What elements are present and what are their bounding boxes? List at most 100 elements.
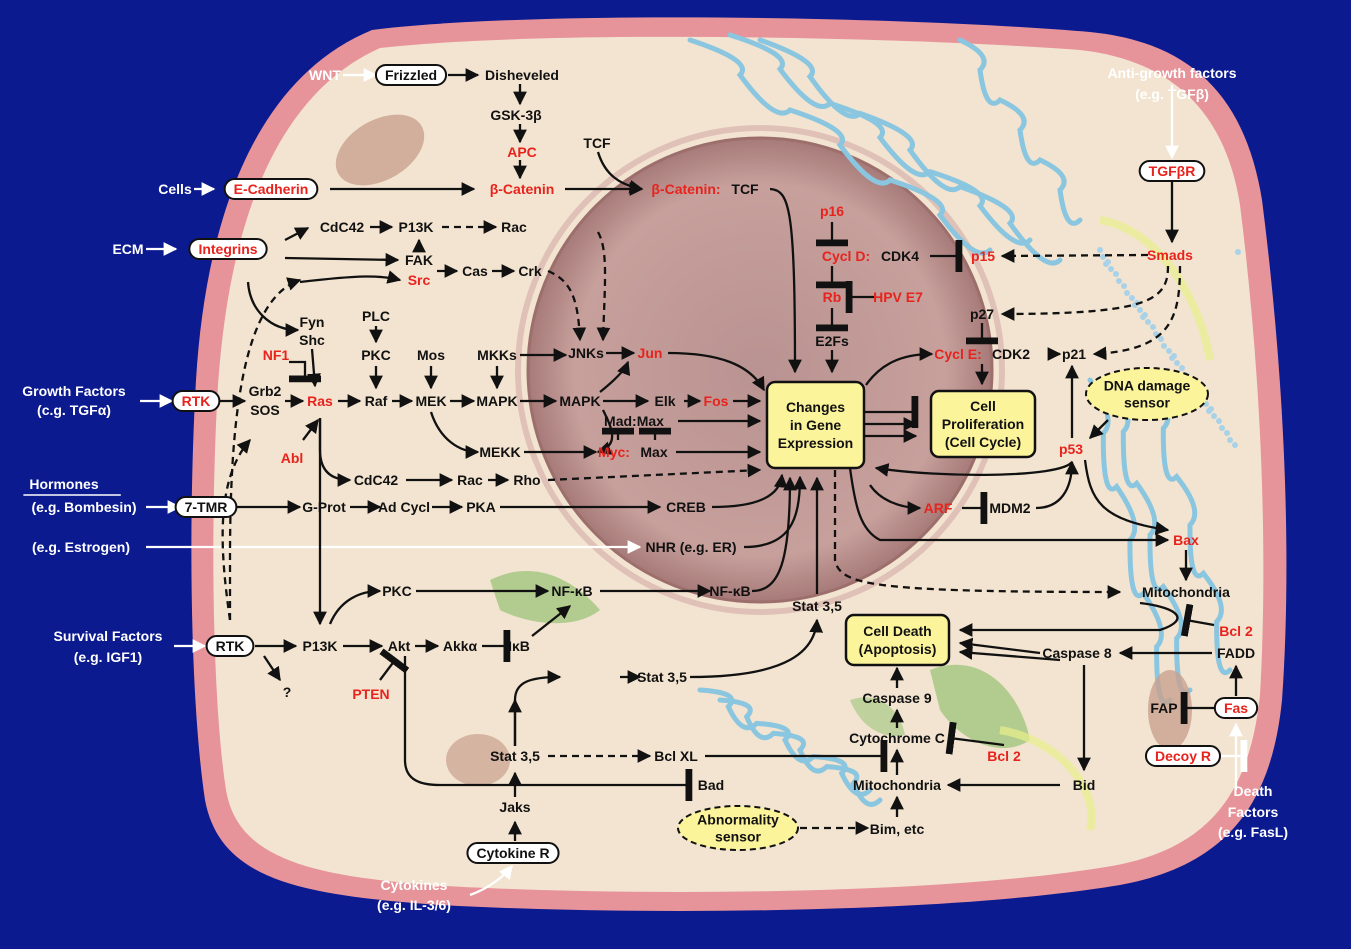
node-bad: Bad	[698, 777, 724, 793]
vesicle-dot	[1150, 324, 1156, 330]
node-label: (e.g. IL-3/6)	[377, 897, 451, 913]
node-label: Bid	[1073, 777, 1096, 793]
node-label: (e.g. Bombesin)	[31, 499, 136, 515]
box-line: Cell Death	[863, 623, 931, 639]
node-label: PKC	[382, 583, 412, 599]
nucleus	[528, 138, 992, 602]
node-fap: FAP	[1150, 700, 1177, 716]
vesicle-dot	[1169, 355, 1175, 361]
node-cycle_r: Cycl E:	[934, 346, 981, 362]
vesicle-dot	[1140, 314, 1146, 320]
box-line: Changes	[786, 399, 845, 415]
node-antigf2: (e.g. TGFβ)	[1135, 86, 1209, 102]
node-integrins: Integrins	[189, 239, 266, 259]
node-label: Bcl XL	[654, 748, 698, 764]
node-label: Cytokines	[381, 877, 448, 893]
node-q: ?	[283, 684, 292, 700]
node-pten: PTEN	[352, 686, 389, 702]
oval-line: DNA damage	[1104, 378, 1191, 394]
node-sos: SOS	[250, 402, 280, 418]
node-label: Fas	[1224, 700, 1248, 716]
node-label: Fos	[704, 393, 729, 409]
box-line: in Gene	[790, 417, 842, 433]
vesicle-dot	[1116, 278, 1122, 284]
node-label: NF-κB	[551, 583, 592, 599]
node-label: NF1	[263, 347, 290, 363]
node-label: (e.g. TGFβ)	[1135, 86, 1209, 102]
node-gf2: (c.g. TGFα)	[37, 402, 111, 418]
node-rb: Rb	[823, 289, 842, 305]
vesicle-dot	[1137, 307, 1143, 313]
node-fos: Fos	[704, 393, 729, 409]
node-label: Decoy R	[1155, 748, 1211, 764]
node-rtk2: RTK	[207, 636, 254, 656]
node-label: FAK	[405, 252, 433, 268]
node-mos: Mos	[417, 347, 445, 363]
node-label: CDK4	[881, 248, 919, 264]
node-label: E2Fs	[815, 333, 849, 349]
node-label: Raf	[365, 393, 388, 409]
vesicle-dot	[1124, 290, 1130, 296]
vesicle-dot	[1235, 249, 1241, 255]
node-label: P13K	[302, 638, 337, 654]
node-cells: Cells	[158, 181, 192, 197]
node-horm2: (e.g. Bombesin)	[31, 499, 136, 515]
node-ras: Ras	[307, 393, 333, 409]
node-label: p21	[1062, 346, 1086, 362]
node-label: PLC	[362, 308, 390, 324]
box-line: Expression	[778, 435, 853, 451]
node-abl: Abl	[281, 450, 304, 466]
node-label: APC	[507, 144, 537, 160]
node-e2fs: E2Fs	[815, 333, 849, 349]
node-cdc42a: CdC42	[320, 219, 365, 235]
node-p13ka: P13K	[398, 219, 433, 235]
node-cyt2: (e.g. IL-3/6)	[377, 897, 451, 913]
node-label: Myc:	[598, 444, 630, 460]
node-nfkb1: NF-κB	[551, 583, 592, 599]
node-tmr: 7-TMR	[176, 497, 237, 517]
vesicle-dot	[1103, 261, 1109, 267]
node-label: SOS	[250, 402, 280, 418]
node-adcycl: Ad Cycl	[378, 499, 430, 515]
node-stat1: Stat 3,5	[792, 598, 842, 614]
node-decoyr: Decoy R	[1146, 746, 1220, 766]
node-label: (e.g. Estrogen)	[32, 539, 130, 555]
node-label: Bim, etc	[870, 821, 925, 837]
node-grb2: Grb2	[249, 383, 282, 399]
node-label: Ad Cycl	[378, 499, 430, 515]
node-tgfbr: TGFβR	[1140, 161, 1205, 181]
box-cellprolif: CellProliferation(Cell Cycle)	[931, 391, 1035, 457]
node-label: Cycl D:	[822, 248, 870, 264]
node-bcl2b: Bcl 2	[987, 748, 1021, 764]
node-rtk1: RTK	[173, 391, 220, 411]
node-bcl2a: Bcl 2	[1219, 623, 1253, 639]
node-label: HPV E7	[873, 289, 923, 305]
node-label: Caspase 8	[1042, 645, 1111, 661]
node-label: Cycl E:	[934, 346, 981, 362]
node-wnt: WNT	[309, 67, 341, 83]
node-label: p15	[971, 248, 995, 264]
node-label: Cytokine R	[476, 845, 549, 861]
node-label: MEK	[415, 393, 446, 409]
node-ikb: IκB	[508, 638, 530, 654]
node-tcf: TCF	[583, 135, 611, 151]
node-label: Bcl 2	[1219, 623, 1253, 639]
node-rho: Rho	[513, 472, 540, 488]
vesicle-dot	[1216, 418, 1222, 424]
node-gsk3b: GSK-3β	[490, 107, 542, 123]
node-label: Cytochrome C	[849, 730, 945, 746]
oval-line: sensor	[715, 829, 761, 845]
vesicle-dot	[1097, 247, 1103, 253]
node-sf1: Survival Factors	[54, 628, 163, 644]
node-cycle_k: CDK2	[992, 346, 1030, 362]
vesicle-dot	[1174, 360, 1180, 366]
node-mapk2: MAPK	[559, 393, 600, 409]
node-cycld_r: Cycl D:	[822, 248, 870, 264]
node-fadd: FADD	[1217, 645, 1255, 661]
node-label: G-Prot	[302, 499, 346, 515]
node-cas: Cas	[462, 263, 488, 279]
node-label: CdC42	[320, 219, 365, 235]
node-label: Rac	[501, 219, 527, 235]
